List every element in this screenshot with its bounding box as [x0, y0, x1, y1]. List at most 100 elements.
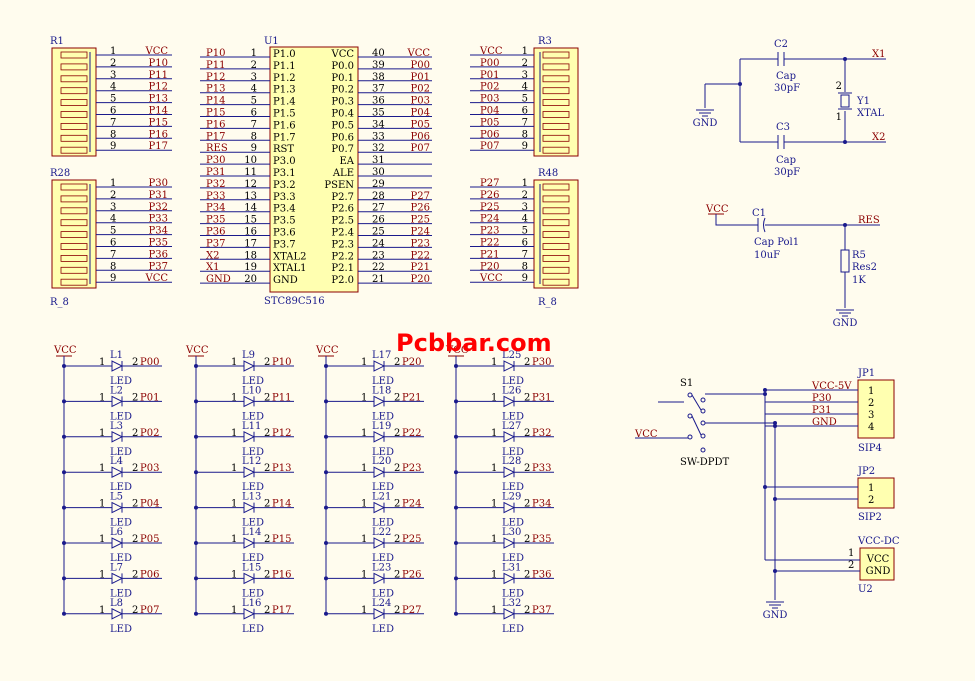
led-triangle: [373, 501, 386, 514]
led-net: P34: [532, 499, 551, 510]
led-net: P36: [532, 569, 551, 580]
c1-value: 10uF: [754, 250, 780, 261]
resistor-array-part: R_8: [538, 297, 557, 308]
led-designator: L21: [372, 492, 391, 503]
mcu-right-net: P07: [411, 143, 430, 154]
resistor-array-pin-number: 1: [522, 46, 528, 57]
mcu-right-net: P20: [411, 274, 430, 285]
led-pin-2: 2: [524, 392, 530, 403]
led-designator: L4: [110, 456, 123, 467]
mcu-pin-name: P2.6: [331, 204, 354, 215]
junction-dot: [773, 421, 777, 425]
mcu-right-net: P26: [411, 203, 430, 214]
mcu-pin-name: P1.5: [273, 109, 296, 120]
led-pin-2: 2: [394, 357, 400, 368]
led-net: P06: [140, 569, 159, 580]
mcu-pin-name: P0.0: [331, 61, 354, 72]
led-net: P33: [532, 463, 551, 474]
resistor-array-pin-number: 3: [522, 202, 528, 213]
resistor-array-pin-number: 2: [110, 190, 116, 201]
led-triangle: [503, 607, 516, 620]
reset-res-label: RES: [858, 215, 880, 226]
resistor-element: [60, 146, 88, 154]
led-designator: L19: [372, 421, 391, 432]
mcu-left-net: P13: [206, 84, 225, 95]
led-pin-1: 1: [231, 392, 237, 403]
led-triangle: [373, 466, 386, 479]
led-designator: L11: [242, 421, 261, 432]
mcu-pin-number: 40: [372, 48, 385, 59]
led-part: LED: [110, 482, 132, 493]
resistor-array-pin-number: 7: [110, 249, 116, 260]
mcu-pin-name: P2.7: [331, 192, 354, 203]
resistor-array-net: P20: [480, 261, 499, 272]
mcu-pin-number: 16: [244, 227, 257, 238]
mcu-pin-name: P0.5: [331, 120, 354, 131]
resistor-array-net: P35: [149, 238, 168, 249]
mcu-pin-name: P3.6: [273, 228, 296, 239]
mcu-left-net: GND: [206, 274, 231, 285]
jp1-part: SIP4: [858, 443, 882, 454]
led-part: LED: [502, 588, 524, 599]
r5-part: Res2: [852, 262, 877, 273]
led-pin-2: 2: [264, 605, 270, 616]
resistor-array-net: P16: [149, 129, 168, 140]
led-part: LED: [242, 447, 264, 458]
resistor-array-net: P32: [149, 202, 168, 213]
led-pin-2: 2: [264, 392, 270, 403]
mcu-left-net: P11: [206, 60, 225, 71]
resistor-array-body: [51, 47, 97, 157]
s1-contact: [700, 433, 706, 439]
led-net: P35: [532, 534, 551, 545]
mcu-pin-name: P1.1: [273, 61, 296, 72]
mcu-pin-number: 8: [251, 131, 257, 142]
mcu-pin-number: 34: [372, 119, 385, 130]
resistor-array-pin-number: 1: [110, 46, 116, 57]
mcu-pin-name: P3.7: [273, 239, 296, 250]
led-designator: L13: [242, 492, 261, 503]
led-designator: L23: [372, 562, 391, 573]
resistor-element: [542, 75, 570, 83]
mcu-pin-name: P3.3: [273, 192, 296, 203]
led-net: P01: [140, 392, 159, 403]
c3-designator: C3: [776, 122, 790, 133]
resistor-element: [542, 254, 570, 262]
mcu-left-net: P33: [206, 191, 225, 202]
ground-symbol: GND: [693, 109, 717, 129]
reset-vcc-wire: [715, 214, 758, 226]
mcu-pin-number: 28: [372, 191, 385, 202]
resistor-array-net: P03: [480, 94, 499, 105]
led-designator: L31: [502, 562, 521, 573]
resistor-array-net: P37: [149, 261, 168, 272]
mcu-right-net: P21: [411, 262, 430, 273]
led-designator: L7: [110, 562, 123, 573]
resistor-array-designator: R48: [538, 168, 558, 179]
s1-contact: [687, 434, 693, 440]
resistor-array-pin-number: 9: [110, 141, 116, 152]
jp1-body: [857, 379, 895, 439]
led-pin-2: 2: [394, 428, 400, 439]
y1-body: [840, 94, 850, 108]
mcu-right-net: P05: [411, 119, 430, 130]
mcu-pin-name: P2.0: [331, 275, 354, 286]
mcu-u1: U1STC89C516P1.01P10P1.12P11P1.23P12P1.34…: [200, 36, 432, 307]
c2-designator: C2: [774, 39, 788, 50]
led-triangle: [373, 395, 386, 408]
mcu-pin-name: P0.2: [331, 85, 354, 96]
led-triangle: [503, 537, 516, 549]
led-pin-1: 1: [361, 463, 367, 474]
led-part: LED: [372, 482, 394, 493]
jp2-designator: JP2: [857, 466, 875, 477]
jp1-designator: JP1: [857, 368, 875, 379]
resistor-array-pin-number: 7: [522, 249, 528, 260]
mcu-left-net: P35: [206, 215, 225, 226]
led-pin-2: 2: [524, 357, 530, 368]
r5-designator: R5: [852, 250, 866, 261]
led-vcc-label: VCC: [445, 345, 469, 356]
led-vcc-label: VCC: [53, 345, 77, 356]
resistor-element: [542, 207, 570, 215]
resistor-array-net: P06: [480, 129, 499, 140]
mcu-pin-number: 1: [251, 48, 257, 59]
